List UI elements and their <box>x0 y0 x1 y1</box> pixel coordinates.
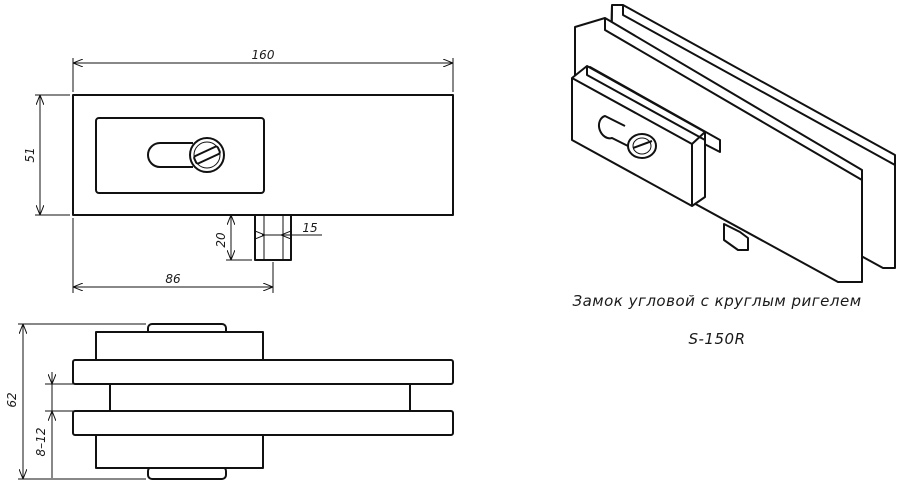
isometric-view <box>571 4 896 283</box>
dim-label-15: 15 <box>302 221 317 235</box>
dim-label-62: 62 <box>5 392 19 407</box>
front-view <box>72 94 454 261</box>
glass-gap <box>109 383 411 412</box>
side-view <box>72 323 454 480</box>
bolt-slot <box>147 142 193 168</box>
caption-model: S-150R <box>689 330 746 348</box>
dimension-pin-20: 20 <box>214 214 252 261</box>
lower-cover <box>95 434 264 469</box>
cover-plate <box>95 117 265 194</box>
dim-label-8-12: 8–12 <box>34 428 48 457</box>
bolt-pin <box>254 214 292 261</box>
upper-cover <box>95 331 264 361</box>
dim-label-86: 86 <box>165 272 181 286</box>
dim-label-51: 51 <box>23 147 37 162</box>
dimension-depth-62: 62 <box>5 323 146 480</box>
dimension-width-160: 160 <box>72 48 454 92</box>
lock-cylinder <box>189 137 225 173</box>
dim-label-160: 160 <box>252 48 275 62</box>
dimension-height-51: 51 <box>23 94 70 216</box>
caption-title: Замок угловой с круглым ригелем <box>572 292 861 310</box>
dimension-pin-15: 15 <box>262 221 322 235</box>
upper-plate <box>72 359 454 385</box>
lower-plate <box>72 410 454 436</box>
dimension-offset-86: 86 <box>72 218 274 293</box>
dimension-glass-8-12: 8–12 <box>34 372 108 478</box>
dim-label-20: 20 <box>214 232 228 248</box>
